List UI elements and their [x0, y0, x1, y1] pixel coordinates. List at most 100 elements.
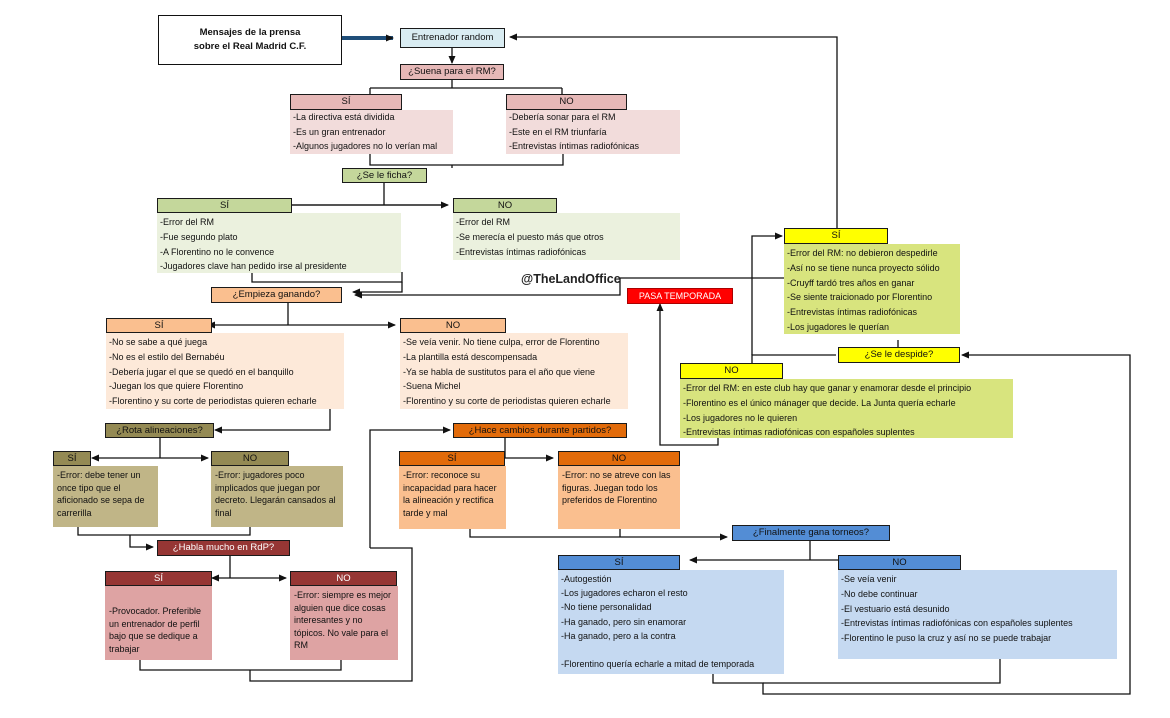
list-item: -Error del RM: en este club hay que gana…	[683, 383, 972, 393]
node-ficha-no-list: -Error del RM -Se merecía el puesto más …	[453, 213, 680, 260]
diagram-title: Mensajes de la prensa sobre el Real Madr…	[158, 15, 342, 65]
node-cambios-si-header: SÍ	[399, 451, 505, 466]
node-rota-no-text: -Error: jugadores poco implicados que ju…	[211, 466, 343, 527]
list-item: -No debe continuar	[841, 588, 918, 599]
node-despide-si-header: SÍ	[784, 228, 888, 244]
connector-ficha-branch	[286, 183, 446, 206]
node-suena-no-list: -Debería sonar para el RM -Este en el RM…	[506, 110, 680, 154]
list-item: -No se sabe a qué juega	[109, 337, 208, 347]
connector-suena-branch	[369, 80, 563, 94]
list-item: -Se veía venir	[841, 574, 897, 584]
list-item: -Entrevistas íntimas radiofónicas con es…	[841, 618, 1073, 629]
node-empieza: ¿Empieza ganando?	[211, 287, 342, 303]
list-item: -Juegan los que quiere Florentino	[109, 381, 244, 392]
node-cambios-no-text: -Error: no se atreve con las figuras. Ju…	[558, 466, 680, 529]
list-item: -La directiva está dividida	[293, 112, 395, 122]
node-despide-si-list: -Error del RM: no debieron despedirle -A…	[784, 244, 960, 334]
node-suena-si-list: -La directiva está dividida -Es un gran …	[290, 110, 453, 154]
watermark: @TheLandOffice	[521, 272, 621, 286]
node-pasa-temporada: PASA TEMPORADA	[627, 288, 733, 304]
list-item: -Suena Michel	[403, 381, 461, 392]
node-rota-no-header: NO	[211, 451, 289, 466]
node-ficha: ¿Se le ficha?	[342, 168, 427, 183]
list-item: -Debería jugar el que se quedó en el ban…	[109, 366, 294, 377]
node-torneos-si-header: SÍ	[558, 555, 680, 570]
connector-torneos-despide	[712, 351, 1131, 695]
node-ficha-si-list: -Error del RM -Fue segundo plato -A Flor…	[157, 213, 401, 273]
list-item: -Florentino y su corte de periodistas qu…	[109, 396, 317, 407]
list-item: -Ha ganado, pero a la contra	[561, 630, 676, 641]
list-item: -Cruyff tardó tres años en ganar	[787, 277, 915, 288]
node-habla: ¿Habla mucho en RdP?	[157, 540, 290, 556]
list-item: -Entrevistas íntimas radiofónicas con es…	[683, 427, 915, 438]
node-empieza-si-list: -No se sabe a qué juega -No es el estilo…	[106, 333, 344, 409]
list-item: -Es un gran entrenador	[293, 126, 386, 137]
list-item: -Ya se habla de sustitutos para el año q…	[403, 366, 595, 377]
list-item: -La plantilla está descompensada	[403, 351, 538, 362]
node-cambios-si-text: -Error: reconoce su incapacidad para hac…	[399, 466, 506, 529]
list-item: -Florentino le puso la cruz y así no se …	[841, 633, 1052, 644]
node-rota: ¿Rota alineaciones?	[105, 423, 214, 438]
node-empieza-si-header: SÍ	[106, 318, 212, 333]
node-despide: ¿Se le despide?	[838, 347, 960, 363]
list-item: -El vestuario está desunido	[841, 603, 950, 614]
node-habla-si-header: SÍ	[105, 571, 212, 586]
arrow-despide-si-up	[751, 232, 783, 355]
node-torneos-no-list: -Se veía venir -No debe continuar -El ve…	[838, 570, 1117, 659]
list-item: -Jugadores clave han pedido irse al pres…	[160, 261, 347, 272]
node-suena-no-header: NO	[506, 94, 627, 110]
list-item: -A Florentino no le convence	[160, 246, 275, 257]
list-item: -Entrevistas íntimas radiofónicas	[509, 141, 640, 151]
node-cambios-no-header: NO	[558, 451, 680, 466]
node-empieza-no-list: -Se veía venir. No tiene culpa, error de…	[400, 333, 628, 409]
node-habla-no-text: -Error: siempre es mejor alguien que dic…	[290, 586, 398, 660]
list-item: -Fue segundo plato	[160, 231, 238, 242]
connector-rota-habla	[77, 527, 251, 536]
title-line1: Mensajes de la prensa	[199, 27, 301, 38]
list-item: -Error del RM	[456, 217, 511, 227]
list-item: -Se veía venir. No tiene culpa, error de…	[403, 337, 600, 347]
list-item: -Ha ganado, pero sin enamorar	[561, 616, 687, 627]
node-despide-no-list: -Error del RM: en este club hay que gana…	[680, 379, 1013, 438]
node-torneos: ¿Finalmente gana torneos?	[732, 525, 890, 541]
list-item	[561, 643, 781, 657]
connector-torneos-no-down	[763, 659, 1001, 684]
node-habla-no-header: NO	[290, 571, 397, 586]
list-item: -Debería sonar para el RM	[509, 112, 616, 122]
node-empieza-no-header: NO	[400, 318, 506, 333]
arrow-empieza-si-rota	[214, 409, 331, 434]
node-suena-si-header: SÍ	[290, 94, 402, 110]
node-entrenador: Entrenador random	[400, 28, 505, 48]
node-cambios: ¿Hace cambios durante partidos?	[453, 423, 627, 438]
arrow-rota-habla	[129, 535, 154, 551]
node-ficha-si-header: SÍ	[157, 198, 292, 213]
node-rota-si-text: -Error: debe tener un once tipo que el a…	[53, 466, 158, 527]
node-rota-si-header: SÍ	[53, 451, 91, 466]
list-item: -Los jugadores no le quieren	[683, 412, 798, 423]
node-habla-si-text: -Provocador. Preferible un entrenador de…	[105, 586, 212, 660]
list-item: -Florentino es el único mánager que deci…	[683, 397, 956, 408]
connector-suena-ficha	[369, 153, 564, 168]
node-suena: ¿Suena para el RM?	[400, 64, 504, 80]
list-item: -Error del RM: no debieron despedirle	[787, 248, 938, 258]
node-ficha-no-header: NO	[453, 198, 557, 213]
list-item: -Algunos jugadores no lo verían mal	[293, 141, 438, 151]
list-item: -No tiene personalidad	[561, 602, 652, 613]
list-item: -Error del RM	[160, 217, 215, 227]
connector-cambios-torneos	[469, 529, 727, 537]
list-item: -Los jugadores echaron el resto	[561, 588, 688, 599]
list-item: -Se siente traicionado por Florentino	[787, 292, 933, 303]
list-item: -Entrevistas íntimas radiofónicas	[787, 307, 918, 318]
connector-ficha-si-empieza	[251, 272, 403, 283]
arrow-despide-si-entrenador	[509, 33, 838, 228]
list-item: -Los jugadores le querían	[787, 321, 890, 332]
arrow-empieza-no-cambios	[369, 426, 451, 548]
list-item: -Este en el RM triunfaría	[509, 126, 607, 137]
list-item: -Autogestión	[561, 574, 612, 584]
list-item: -Entrevistas íntimas radiofónicas	[456, 246, 587, 257]
arrow-despide-no-pasa	[656, 303, 719, 446]
node-despide-no-header: NO	[680, 363, 783, 379]
title-line2: sobre el Real Madrid C.F.	[193, 41, 307, 52]
list-item: -Se merecía el puesto más que otros	[456, 231, 604, 242]
list-item: -Florentino quería echarle a mitad de te…	[561, 659, 755, 670]
